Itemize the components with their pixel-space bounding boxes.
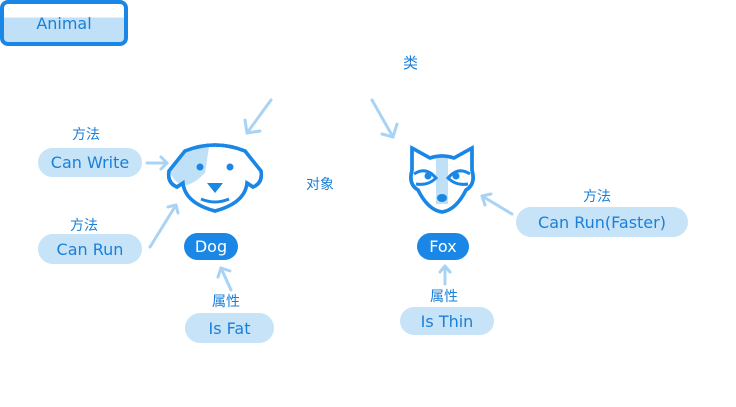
method-can-run: Can Run bbox=[38, 234, 142, 264]
dog-icon bbox=[166, 143, 264, 213]
method-heading: 方法 bbox=[70, 218, 98, 234]
class-box-animal: Animal bbox=[0, 0, 128, 46]
arrow-run-to-dog bbox=[148, 203, 180, 249]
method-can-write: Can Write bbox=[38, 148, 142, 177]
arrow-animal-to-dog bbox=[243, 98, 273, 135]
arrow-faster-to-fox bbox=[480, 192, 514, 216]
class-label: Animal bbox=[36, 13, 92, 33]
arrow-animal-to-fox bbox=[370, 98, 399, 139]
object-label-dog: Dog bbox=[184, 233, 238, 260]
arrow-write-to-dog bbox=[145, 155, 169, 171]
class-annotation: 类 bbox=[403, 54, 419, 72]
attribute-is-thin: Is Thin bbox=[400, 307, 494, 335]
arrow-thin-to-fox bbox=[438, 264, 452, 286]
object-label-fox: Fox bbox=[417, 233, 469, 260]
method-heading: 方法 bbox=[72, 127, 100, 143]
attribute-heading: 属性 bbox=[430, 289, 458, 305]
method-can-run-faster: Can Run(Faster) bbox=[516, 207, 688, 237]
attribute-heading: 属性 bbox=[212, 294, 240, 310]
attribute-is-fat: Is Fat bbox=[185, 313, 274, 343]
method-heading: 方法 bbox=[583, 189, 611, 205]
fox-icon bbox=[409, 145, 475, 214]
object-annotation: 对象 bbox=[306, 177, 334, 193]
arrow-fat-to-dog bbox=[216, 266, 233, 292]
